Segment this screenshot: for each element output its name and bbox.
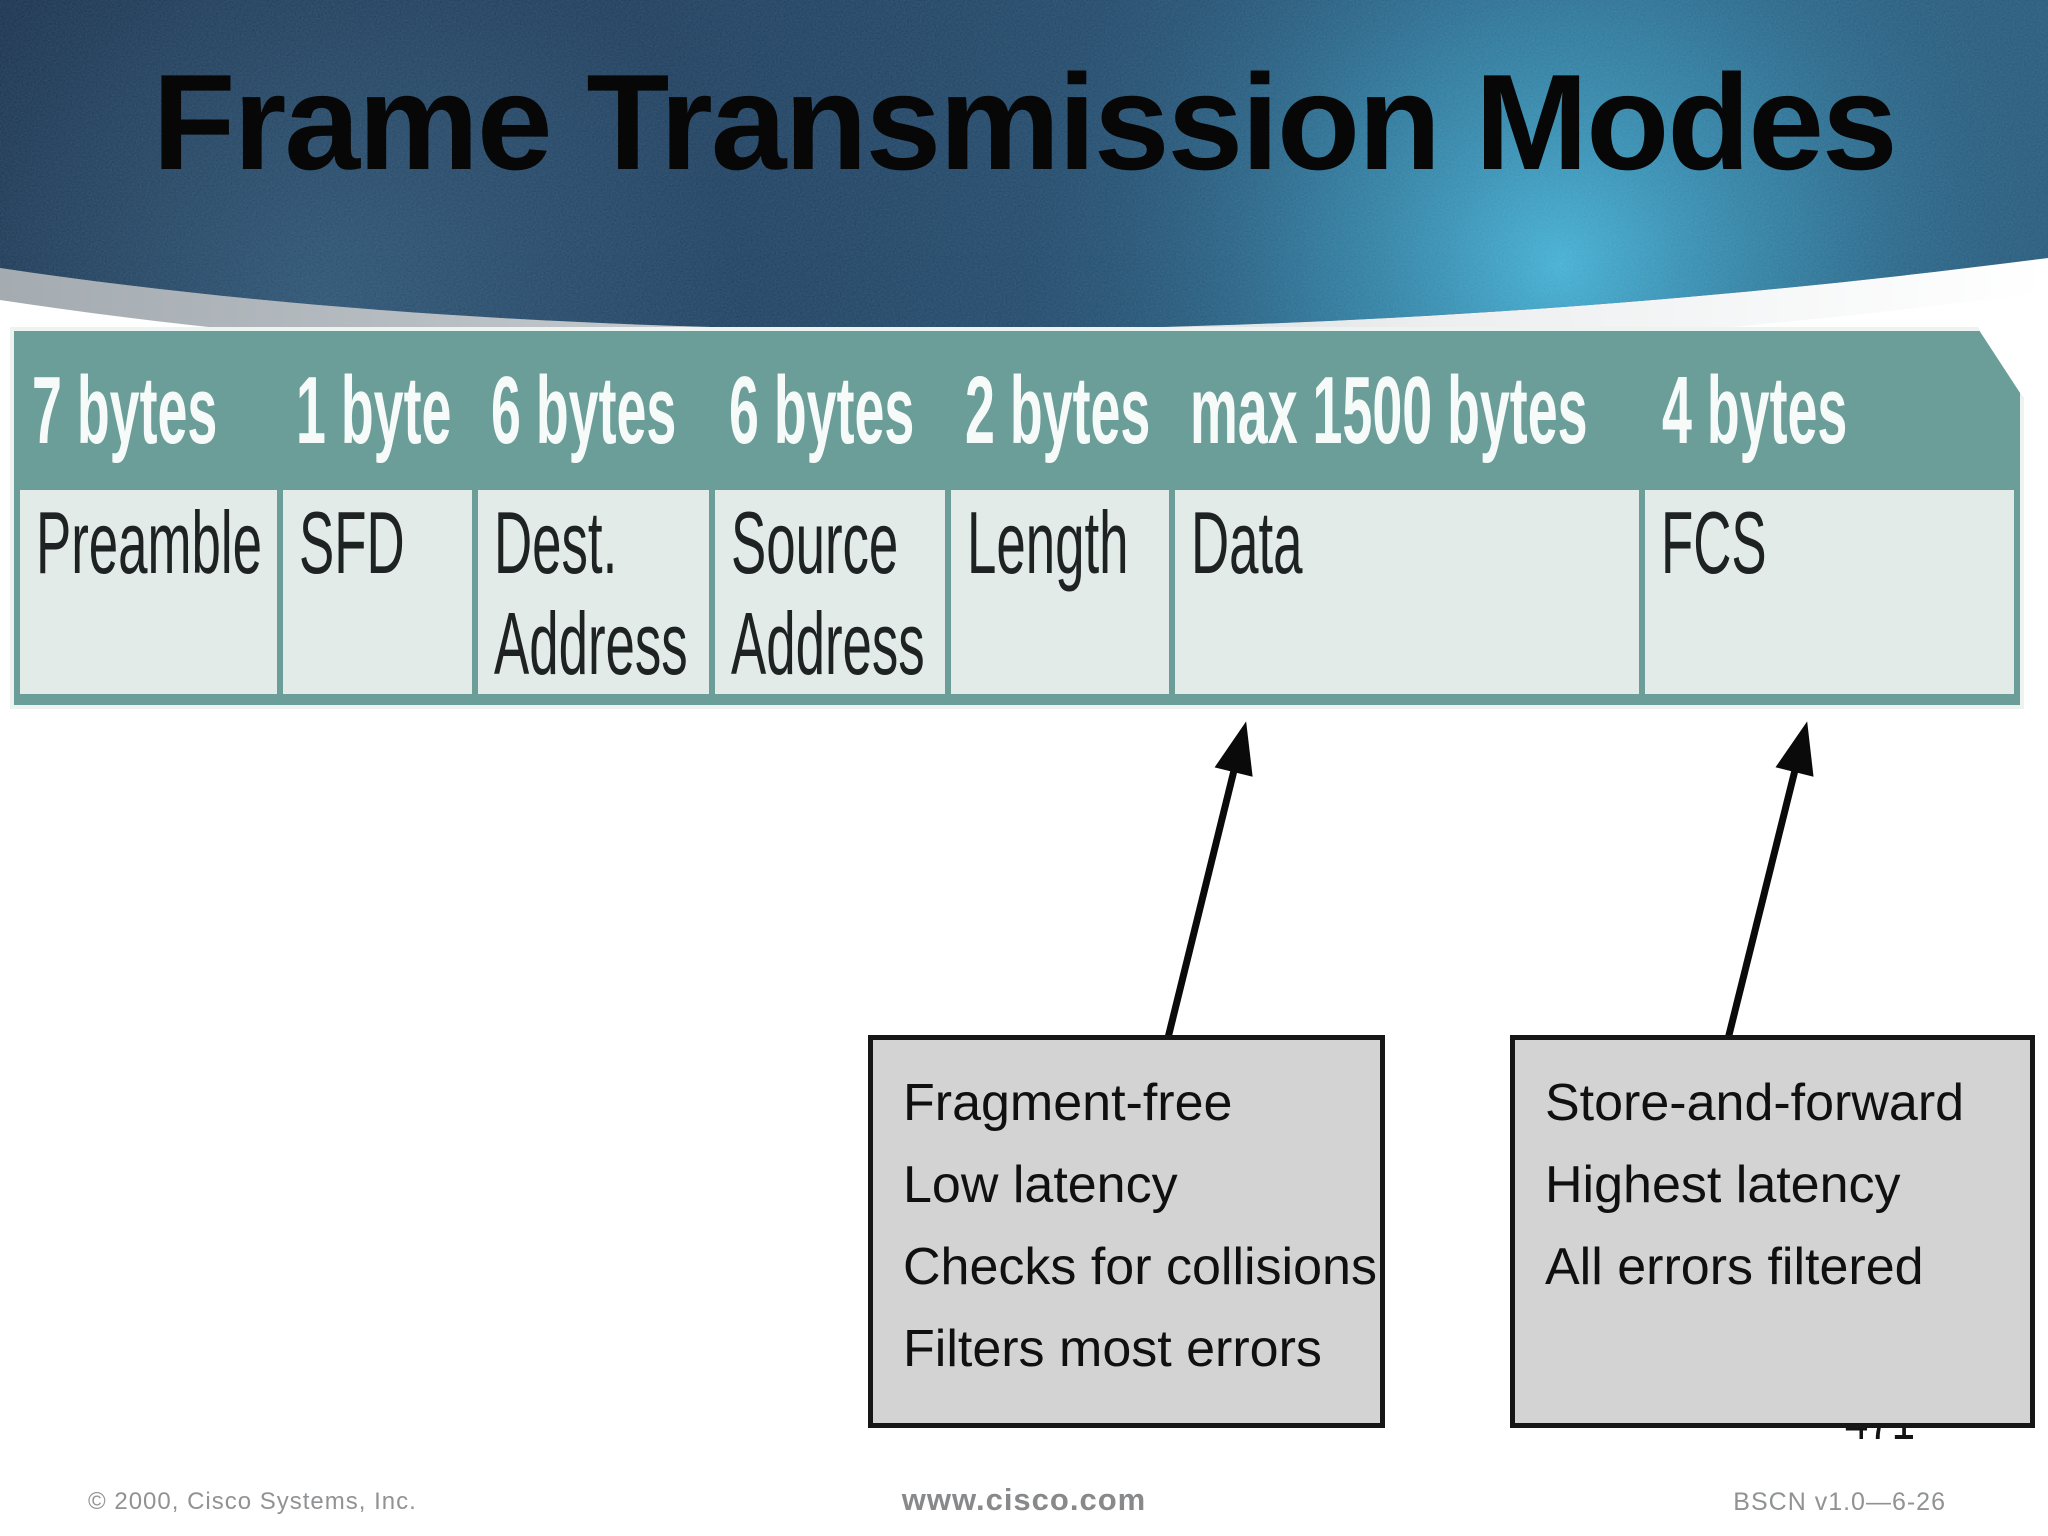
frame-size-cell: 7 bytes <box>32 356 218 464</box>
frame-field-cell: Preamble <box>14 490 277 694</box>
callout-line: Store-and-forward <box>1545 1074 1965 1132</box>
callout-line: Low latency <box>903 1156 1178 1215</box>
frame-size-cell: 6 bytes <box>729 356 915 464</box>
callout-line: All errors filtered <box>1545 1238 1924 1297</box>
title-banner-swoosh <box>0 0 2048 364</box>
frame-field-cell: FCS <box>1639 490 2014 694</box>
frame-field-cell: Data <box>1169 490 1639 694</box>
frame-size-row: 7 bytes 1 byte 6 bytes 6 bytes 2 bytes max 15… <box>14 331 2020 490</box>
fragment-free-arrow <box>1162 721 1253 1047</box>
frame-field-cell: Length <box>945 490 1169 694</box>
frame-size-cell: 4 bytes <box>1661 356 1847 464</box>
frame-field-cell: SFD <box>277 490 472 694</box>
frame-size-cell: 6 bytes <box>491 356 677 464</box>
frame-size-cell: 2 bytes <box>965 356 1151 464</box>
callout-line: Fragment-free <box>903 1074 1233 1132</box>
footer-doc-code: BSCN v1.0—6-26 <box>1733 1488 1946 1516</box>
slide-title: Frame Transmission Modes <box>152 46 1897 198</box>
footer-copyright: © 2000, Cisco Systems, Inc. <box>88 1488 417 1515</box>
ethernet-frame-diagram: 7 bytes 1 byte 6 bytes 6 bytes 2 bytes max 15… <box>10 327 2024 709</box>
frame-field-cell: Source Address <box>709 490 944 694</box>
frame-field-cell: Dest. Address <box>472 490 709 694</box>
callout-line: Filters most errors <box>903 1320 1322 1379</box>
callout-line: Checks for collisions <box>903 1238 1377 1297</box>
store-and-forward-arrow <box>1723 721 1814 1044</box>
callout-line: Highest latency <box>1545 1156 1901 1215</box>
frame-size-cell: max 1500 bytes <box>1190 356 1588 464</box>
frame-size-cell: 1 byte <box>295 356 452 464</box>
footer-website: www.cisco.com <box>901 1482 1147 1517</box>
